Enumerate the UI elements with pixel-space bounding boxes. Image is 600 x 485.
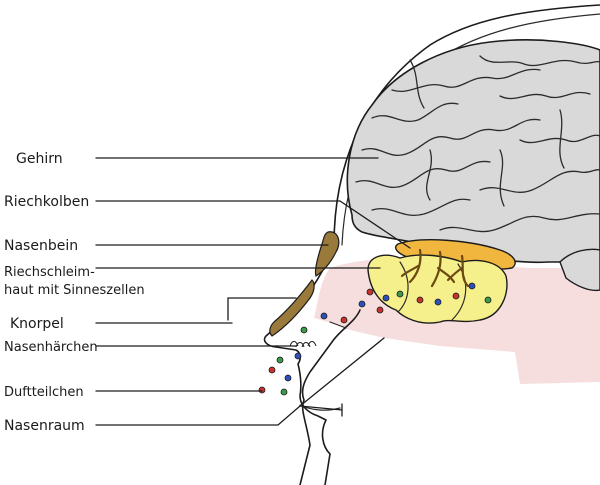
label-duftteilchen: Duftteilchen (4, 385, 84, 400)
label-knorpel: Knorpel (10, 316, 64, 332)
brain-gyri (355, 55, 600, 233)
leader-nasenraum-upper (299, 337, 385, 407)
nasal-bone (314, 231, 340, 277)
leader-lines (95, 157, 411, 426)
label-riechschleimhaut-line2: haut mit Sinneszellen (4, 283, 145, 298)
label-riechschleimhaut-line1: Riechschleim- (4, 265, 95, 280)
leader-riechkolben-tail (339, 200, 411, 249)
nasal-passage-line (329, 321, 347, 329)
cerebellum (559, 248, 600, 292)
mucosa-lobe-line-1 (397, 261, 409, 313)
label-gehirn: Gehirn (16, 151, 63, 167)
label-nasenbein: Nasenbein (4, 238, 78, 254)
brain (346, 39, 600, 264)
skull-outline (299, 4, 600, 485)
label-nasenhaerchen: Nasenhärchen (4, 340, 98, 355)
leader-knorpel-bracket (227, 297, 297, 321)
olfactory-nerve-fibers (400, 248, 470, 288)
nose-cartilage (269, 279, 315, 337)
leader-nasenraum (95, 405, 343, 426)
label-riechkolben: Riechkolben (4, 194, 89, 210)
label-nasenraum: Nasenraum (4, 418, 85, 434)
